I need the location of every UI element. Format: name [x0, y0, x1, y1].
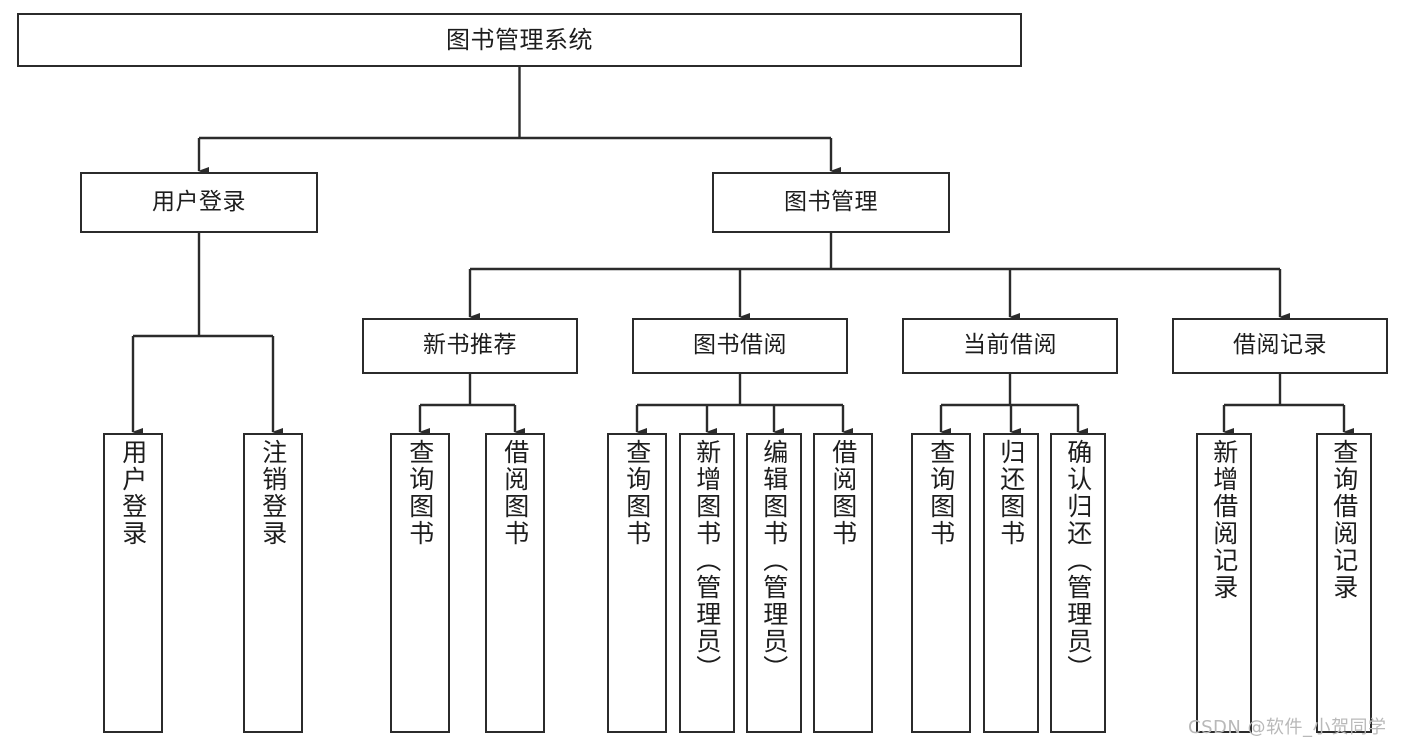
node-label-bookmgmt: 图书管理	[784, 188, 878, 215]
node-leaf-login-1[interactable]: 用户登录	[103, 433, 163, 733]
node-label-newbook: 新书推荐	[423, 332, 517, 359]
node-label-leaf-cur-1: 查询图书	[926, 439, 956, 547]
node-label-leaf-login-2: 注销登录	[258, 439, 288, 547]
node-label-leaf-borrow-2: 新增图书（管理员）	[692, 439, 722, 682]
node-label-root: 图书管理系统	[446, 25, 593, 54]
node-leaf-borrow-1[interactable]: 查询图书	[607, 433, 667, 733]
node-label-record: 借阅记录	[1233, 332, 1327, 359]
node-newbook[interactable]: 新书推荐	[362, 318, 578, 374]
node-bookmgmt[interactable]: 图书管理	[712, 172, 950, 233]
node-label-leaf-rec-2: 查询借阅记录	[1329, 439, 1359, 601]
node-leaf-rec-1[interactable]: 新增借阅记录	[1196, 433, 1252, 733]
node-label-leaf-cur-3: 确认归还（管理员）	[1063, 439, 1093, 682]
node-leaf-borrow-3[interactable]: 编辑图书（管理员）	[746, 433, 802, 733]
node-label-leaf-new-1: 查询图书	[405, 439, 435, 547]
node-label-leaf-login-1: 用户登录	[118, 439, 148, 547]
node-current[interactable]: 当前借阅	[902, 318, 1118, 374]
node-label-leaf-new-2: 借阅图书	[500, 439, 530, 547]
node-record[interactable]: 借阅记录	[1172, 318, 1388, 374]
node-login[interactable]: 用户登录	[80, 172, 318, 233]
node-label-current: 当前借阅	[963, 332, 1057, 359]
node-leaf-rec-2[interactable]: 查询借阅记录	[1316, 433, 1372, 733]
node-root[interactable]: 图书管理系统	[17, 13, 1022, 67]
node-leaf-new-1[interactable]: 查询图书	[390, 433, 450, 733]
node-label-leaf-borrow-1: 查询图书	[622, 439, 652, 547]
node-leaf-login-2[interactable]: 注销登录	[243, 433, 303, 733]
watermark-text: CSDN @软件_小贺同学	[1188, 717, 1387, 738]
node-label-leaf-borrow-3: 编辑图书（管理员）	[759, 439, 789, 682]
node-leaf-cur-1[interactable]: 查询图书	[911, 433, 971, 733]
node-label-leaf-cur-2: 归还图书	[996, 439, 1026, 547]
node-label-leaf-rec-1: 新增借阅记录	[1209, 439, 1239, 601]
node-leaf-cur-2[interactable]: 归还图书	[983, 433, 1039, 733]
node-label-leaf-borrow-4: 借阅图书	[828, 439, 858, 547]
node-leaf-borrow-4[interactable]: 借阅图书	[813, 433, 873, 733]
node-label-login: 用户登录	[152, 188, 246, 215]
node-leaf-cur-3[interactable]: 确认归还（管理员）	[1050, 433, 1106, 733]
node-leaf-borrow-2[interactable]: 新增图书（管理员）	[679, 433, 735, 733]
node-borrow[interactable]: 图书借阅	[632, 318, 848, 374]
node-label-borrow: 图书借阅	[693, 332, 787, 359]
node-leaf-new-2[interactable]: 借阅图书	[485, 433, 545, 733]
